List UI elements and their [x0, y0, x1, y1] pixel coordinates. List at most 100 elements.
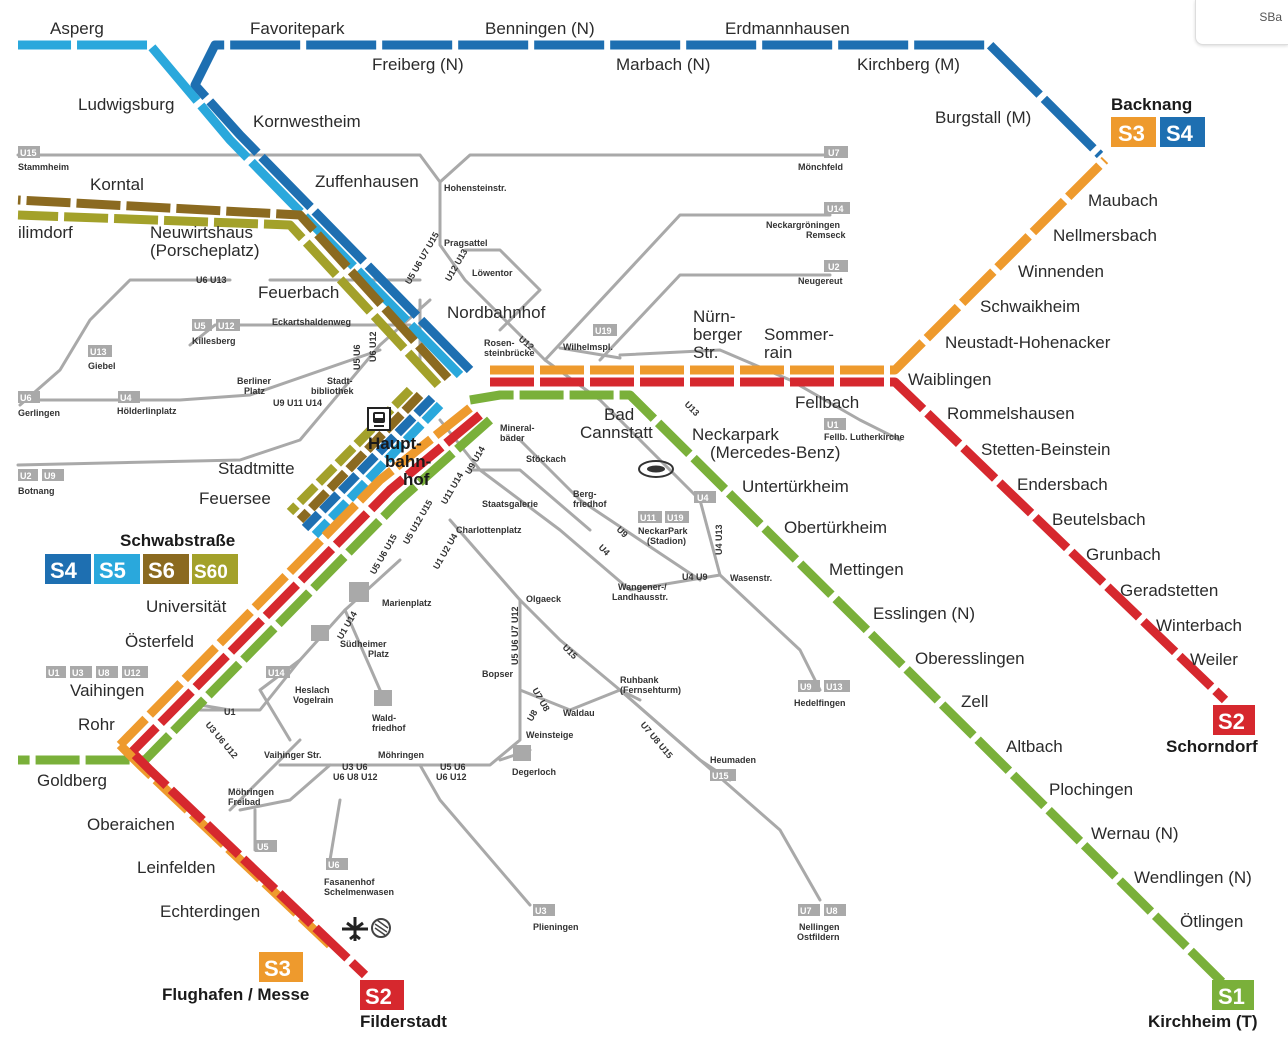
station-mettingen[interactable]: Mettingen — [829, 560, 904, 579]
ubadge-u8[interactable]: U8 — [98, 668, 110, 678]
ustop-moenchfeld[interactable]: Mönchfeld — [798, 162, 843, 172]
ustop-stoeckach[interactable]: Stöckach — [526, 454, 566, 464]
badge-s4-center[interactable]: S4 — [50, 558, 78, 583]
station-ludwigsburg[interactable]: Ludwigsburg — [78, 95, 174, 114]
ubadge-u7-nellingen[interactable]: U7 — [800, 906, 812, 916]
ubadge-u12[interactable]: U12 — [218, 321, 235, 331]
station-geradstetten[interactable]: Geradstetten — [1120, 581, 1218, 600]
ubadge-u19-neckarpark[interactable]: U19 — [667, 513, 684, 523]
station-filderstadt[interactable]: Filderstadt — [360, 1012, 447, 1031]
ustop-loewentor[interactable]: Löwentor — [472, 268, 513, 278]
ustop-neckarpark-stadion-1[interactable]: NeckarPark — [638, 526, 689, 536]
station-nordbahnhof[interactable]: Nordbahnhof — [447, 303, 546, 322]
ustop-killesberg[interactable]: Killesberg — [192, 336, 236, 346]
ubadge-u1[interactable]: U1 — [48, 668, 60, 678]
station-neuwirtshaus[interactable]: Neuwirtshaus — [150, 223, 253, 242]
station-beutelsbach[interactable]: Beutelsbach — [1052, 510, 1146, 529]
station-endersbach[interactable]: Endersbach — [1017, 475, 1108, 494]
badge-s2-filderstadt[interactable]: S2 — [365, 984, 392, 1009]
station-stetten[interactable]: Stetten-Beinstein — [981, 440, 1110, 459]
badge-s5-center[interactable]: S5 — [99, 558, 126, 583]
ustop-botnang[interactable]: Botnang — [18, 486, 55, 496]
station-flughafen[interactable]: Flughafen / Messe — [162, 985, 309, 1004]
station-zuffenhausen[interactable]: Zuffenhausen — [315, 172, 419, 191]
ustop-heumaden[interactable]: Heumaden — [710, 755, 756, 765]
station-goldberg[interactable]: Goldberg — [37, 771, 107, 790]
station-universitaet[interactable]: Universität — [146, 597, 227, 616]
station-erdmannhausen[interactable]: Erdmannhausen — [725, 19, 850, 38]
ustop-bopser[interactable]: Bopser — [482, 669, 514, 679]
station-untertuerkheim[interactable]: Untertürkheim — [742, 477, 849, 496]
station-oetlingen[interactable]: Ötlingen — [1180, 912, 1243, 931]
ustop-vaihinger-str[interactable]: Vaihinger Str. — [264, 750, 322, 760]
station-oesterfeld[interactable]: Österfeld — [125, 632, 194, 651]
station-fellbach[interactable]: Fellbach — [795, 393, 859, 412]
ubadge-u5-leinfelden[interactable]: U5 — [257, 842, 269, 852]
ustop-staatsgalerie[interactable]: Staatsgalerie — [482, 499, 538, 509]
ustop-plieningen[interactable]: Plieningen — [533, 922, 579, 932]
ubadge-u14[interactable]: U14 — [827, 204, 844, 214]
ustop-stammheim[interactable]: Stammheim — [18, 162, 69, 172]
ubadge-u3-plieningen[interactable]: U3 — [535, 906, 547, 916]
station-wernau[interactable]: Wernau (N) — [1091, 824, 1179, 843]
station-favoritepark[interactable]: Favoritepark — [250, 19, 345, 38]
station-benningen[interactable]: Benningen (N) — [485, 19, 595, 38]
ustop-weinsteige[interactable]: Weinsteige — [526, 730, 573, 740]
badge-s3-flughafen[interactable]: S3 — [264, 956, 291, 981]
station-korntal[interactable]: Korntal — [90, 175, 144, 194]
station-plochingen[interactable]: Plochingen — [1049, 780, 1133, 799]
ustop-wilhelmspl[interactable]: Wilhelmspl. — [563, 342, 613, 352]
ustop-moehringen-freibad-1[interactable]: Möhringen — [228, 787, 274, 797]
ustop-mineral-1[interactable]: Mineral- — [500, 423, 535, 433]
station-nuernberger-1[interactable]: Nürn- — [693, 307, 736, 326]
ubadge-u2-neugereut[interactable]: U2 — [828, 262, 840, 272]
station-neustadt[interactable]: Neustadt-Hohenacker — [945, 333, 1111, 352]
ustop-charlottenplatz[interactable]: Charlottenplatz — [456, 525, 522, 535]
ustop-fellb-lutherkirche[interactable]: Fellb. Lutherkirche — [824, 432, 905, 442]
station-nellmersbach[interactable]: Nellmersbach — [1053, 226, 1157, 245]
badge-s2-schorndorf[interactable]: S2 — [1218, 709, 1245, 734]
station-weiler[interactable]: Weiler — [1190, 650, 1238, 669]
ustop-nellingen-1[interactable]: Nellingen — [799, 922, 840, 932]
station-hauptbahnhof-1[interactable]: Haupt- — [368, 434, 422, 453]
ubadge-u8-nellingen[interactable]: U8 — [826, 906, 838, 916]
badge-s3-backnang[interactable]: S3 — [1118, 121, 1145, 146]
station-obertuerkheim[interactable]: Obertürkheim — [784, 518, 887, 537]
station-schorndorf[interactable]: Schorndorf — [1166, 737, 1258, 756]
station-badcannstatt-1[interactable]: Bad — [604, 405, 634, 424]
badge-s60-center[interactable]: S60 — [194, 562, 228, 583]
ustop-moehringen[interactable]: Möhringen — [378, 750, 424, 760]
ustop-suedheimer-1[interactable]: Südheimer — [340, 639, 387, 649]
ustop-wasenstr[interactable]: Wasenstr. — [730, 573, 772, 583]
ustop-rosenstein-1[interactable]: Rosen- — [484, 338, 515, 348]
ustop-waldau[interactable]: Waldau — [563, 708, 595, 718]
ubadge-u3[interactable]: U3 — [72, 668, 84, 678]
ubadge-u11[interactable]: U11 — [640, 513, 656, 523]
station-winterbach[interactable]: Winterbach — [1156, 616, 1242, 635]
station-sommerrain-1[interactable]: Sommer- — [764, 325, 834, 344]
ubadge-u6-gerlingen[interactable]: U6 — [20, 393, 32, 403]
ustop-degerloch[interactable]: Degerloch — [512, 767, 556, 777]
ubadge-u4-untertuerkheim[interactable]: U4 — [697, 493, 709, 503]
ubadge-u6-fasanenhof[interactable]: U6 — [328, 860, 340, 870]
station-kornwestheim[interactable]: Kornwestheim — [253, 112, 361, 131]
station-neckarpark-1[interactable]: Neckarpark — [692, 425, 779, 444]
ustop-marienplatz[interactable]: Marienplatz — [382, 598, 432, 608]
station-oberesslingen[interactable]: Oberesslingen — [915, 649, 1025, 668]
ubadge-u9[interactable]: U9 — [44, 471, 56, 481]
station-waiblingen[interactable]: Waiblingen — [908, 370, 991, 389]
station-zell[interactable]: Zell — [961, 692, 988, 711]
station-leinfelden[interactable]: Leinfelden — [137, 858, 215, 877]
station-rohr[interactable]: Rohr — [78, 715, 115, 734]
station-asperg[interactable]: Asperg — [50, 19, 104, 38]
ustop-neugereut[interactable]: Neugereut — [798, 276, 843, 286]
station-vaihingen[interactable]: Vaihingen — [70, 681, 144, 700]
ubadge-u9-hedelfingen[interactable]: U9 — [800, 682, 812, 692]
station-kirchheim[interactable]: Kirchheim (T) — [1148, 1012, 1258, 1031]
station-backnang[interactable]: Backnang — [1111, 95, 1192, 114]
station-ditzingen[interactable]: ilimdorf — [18, 223, 73, 242]
ubadge-u15-heumaden[interactable]: U15 — [712, 771, 729, 781]
ustop-olgaeck[interactable]: Olgaeck — [526, 594, 562, 604]
ustop-heslach-1[interactable]: Heslach — [295, 685, 330, 695]
ubadge-u19[interactable]: U19 — [595, 326, 612, 336]
